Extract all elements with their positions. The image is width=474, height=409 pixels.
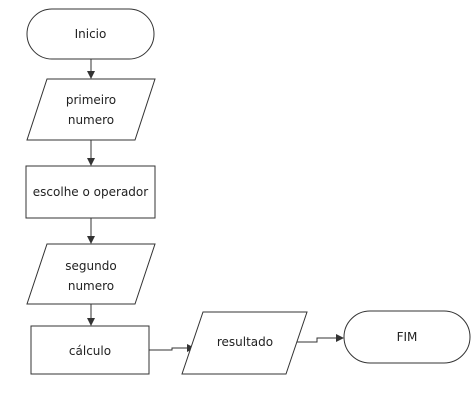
- node-segundo-numero: segundo numero: [26, 243, 156, 305]
- node-escolhe-operador: escolhe o operador: [25, 165, 156, 219]
- parallelogram-shape: [181, 311, 308, 375]
- parallelogram-shape: [26, 78, 156, 141]
- process-shape: [25, 165, 156, 219]
- process-shape: [30, 325, 150, 375]
- node-primeiro-numero: primeiro numero: [26, 78, 156, 141]
- node-calculo-label: cálculo: [69, 344, 111, 358]
- node-primeiro-numero-line1: primeiro: [66, 93, 116, 107]
- edge-resultado-to-fim: [294, 334, 344, 343]
- edge-calculo-to-resultado: [149, 344, 195, 352]
- node-inicio-label: Inicio: [75, 27, 107, 41]
- node-inicio: Inicio: [26, 8, 155, 60]
- terminator-shape: [343, 310, 471, 364]
- node-resultado: resultado: [181, 311, 308, 375]
- edges: [87, 59, 344, 352]
- node-fim: FIM: [343, 310, 471, 364]
- node-segundo-numero-line1: segundo: [65, 259, 116, 273]
- node-calculo: cálculo: [30, 325, 150, 375]
- node-primeiro-numero-line2: numero: [68, 113, 114, 127]
- terminator-shape: [26, 8, 155, 60]
- node-segundo-numero-line2: numero: [68, 279, 114, 293]
- node-fim-label: FIM: [397, 330, 418, 344]
- node-escolhe-operador-label: escolhe o operador: [33, 185, 148, 199]
- parallelogram-shape: [26, 243, 156, 305]
- node-resultado-label: resultado: [217, 335, 273, 349]
